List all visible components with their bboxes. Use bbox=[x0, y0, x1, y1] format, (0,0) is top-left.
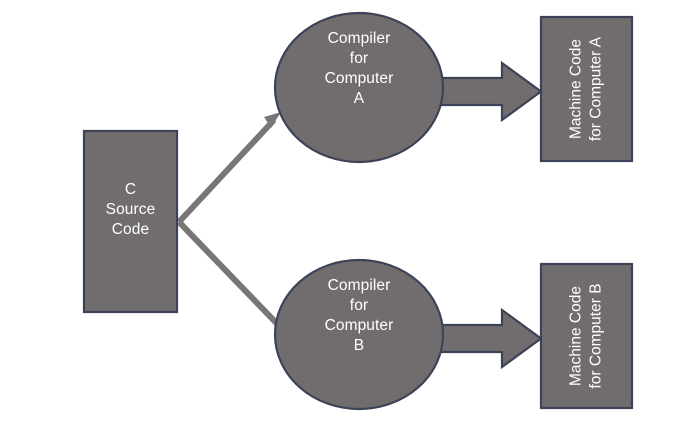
node-compiler-b[interactable] bbox=[273, 258, 445, 411]
node-machine-code-b[interactable] bbox=[539, 262, 634, 410]
node-machine-code-a-label: Machine Code for Computer A bbox=[567, 36, 605, 142]
connector-compiler-b-to-machine-b bbox=[436, 307, 543, 370]
connector-source-to-compiler-a bbox=[176, 112, 281, 225]
node-machine-code-b-label-wrap: Machine Code for Computer B bbox=[540, 263, 633, 409]
connector-compiler-a-to-machine-a bbox=[436, 60, 543, 123]
node-compiler-a[interactable] bbox=[273, 11, 445, 164]
node-source-code[interactable] bbox=[82, 129, 179, 314]
node-machine-code-a-label-wrap: Machine Code for Computer A bbox=[540, 16, 633, 162]
node-machine-code-b-label: Machine Code for Computer B bbox=[567, 283, 605, 389]
node-machine-code-a[interactable] bbox=[539, 15, 634, 163]
